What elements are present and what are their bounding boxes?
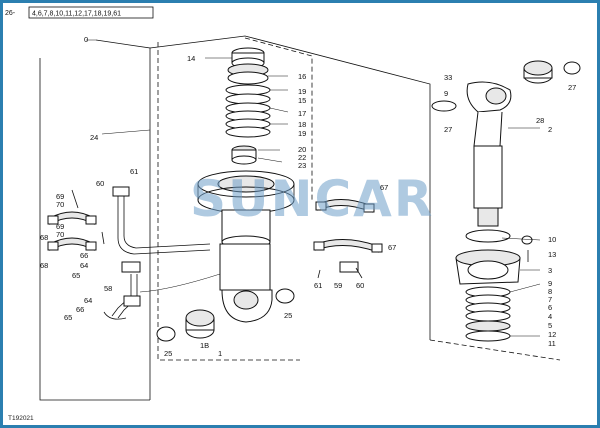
callout-27: 27 (444, 125, 452, 134)
callout-10: 10 (548, 235, 556, 244)
callout-2: 2 (548, 125, 552, 134)
clamp-group-right (313, 199, 383, 279)
callout-33: 33 (444, 73, 452, 82)
callout-18: 18 (298, 120, 306, 129)
callout-59: 59 (334, 281, 342, 290)
pipe-assembly (103, 186, 221, 320)
callout-14: 14 (187, 54, 195, 63)
callout-13: 13 (548, 250, 556, 259)
callout-65: 65 (64, 313, 72, 322)
callout-11: 11 (548, 339, 556, 348)
callout-67: 67 (388, 243, 396, 252)
callout-70: 70 (56, 230, 64, 239)
callout-20: 20 (298, 145, 306, 154)
callout-1B: 1B (200, 341, 209, 350)
header-prefix: 26- (5, 10, 16, 17)
callout-3: 3 (548, 266, 552, 275)
clamp-group-left (47, 189, 105, 251)
callout-19: 19 (298, 87, 306, 96)
callout-61: 61 (130, 167, 138, 176)
footer-code: T192021 (8, 415, 34, 422)
callout-66: 66 (80, 251, 88, 260)
callout-15: 15 (298, 96, 306, 105)
outline-left (39, 58, 150, 401)
callout-67: 67 (380, 183, 388, 192)
gear-housing (455, 249, 521, 342)
callout-68: 68 (40, 261, 48, 270)
callout-69: 69 (56, 222, 64, 231)
callout-19: 19 (298, 129, 306, 138)
dashed-outline-bottom (429, 339, 561, 361)
callout-64: 64 (80, 261, 88, 270)
callout-70: 70 (56, 200, 64, 209)
callout-5: 5 (548, 321, 552, 330)
callout-9: 9 (548, 279, 552, 288)
header-boxed-items: 4,6,7,8,10,11,12,17,18,19,61 (32, 11, 121, 18)
seal-stack (225, 47, 271, 165)
callout-24: 24 (90, 133, 98, 142)
callout-58: 58 (104, 284, 112, 293)
outline-top (149, 35, 431, 340)
header-box (28, 6, 154, 19)
callout-27: 27 (568, 83, 576, 92)
callout-9: 9 (444, 89, 448, 98)
leader-lines (86, 39, 541, 337)
callout-25: 25 (284, 311, 292, 320)
callout-22: 22 (298, 153, 306, 162)
callout-0: 0 (84, 35, 88, 44)
callout-17: 17 (298, 109, 306, 118)
callout-60: 60 (96, 179, 104, 188)
callout-8: 8 (548, 287, 552, 296)
callout-28: 28 (536, 116, 544, 125)
callout-16: 16 (298, 72, 306, 81)
lower-housing (156, 243, 295, 342)
dashed-outline-left (157, 42, 300, 361)
callout-65: 65 (72, 271, 80, 280)
callout-4: 4 (548, 312, 552, 321)
callout-23: 23 (298, 161, 306, 170)
outline-top-left (95, 39, 151, 400)
upper-housing (197, 170, 295, 249)
callout-68: 68 (40, 233, 48, 242)
rod-assembly (431, 60, 581, 262)
callout-1: 1 (218, 349, 222, 358)
callout-12: 12 (548, 330, 556, 339)
callout-60: 60 (356, 281, 364, 290)
callout-6: 6 (548, 303, 552, 312)
callout-7: 7 (548, 295, 552, 304)
callout-64: 64 (84, 296, 92, 305)
watermark: SUNCAR (190, 170, 434, 228)
callout-66: 66 (76, 305, 84, 314)
callout-69: 69 (56, 192, 64, 201)
callout-25: 25 (164, 349, 172, 358)
callout-61: 61 (314, 281, 322, 290)
